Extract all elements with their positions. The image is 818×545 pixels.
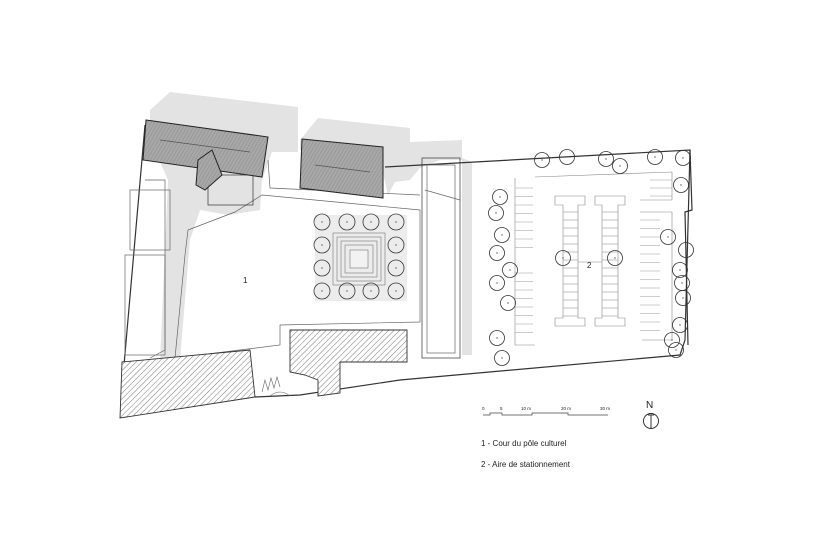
tree-icon — [678, 242, 694, 258]
north-arrow: N — [643, 400, 659, 429]
tree-icon — [675, 150, 691, 166]
tree-icon — [672, 262, 688, 278]
tree-icon — [362, 282, 380, 300]
tree-trunk-dot — [682, 297, 684, 299]
tree-trunk-dot — [496, 337, 498, 339]
tree-trunk-dot — [370, 290, 372, 292]
tree-icon — [534, 152, 550, 168]
tree-trunk-dot — [675, 349, 677, 351]
tree-trunk-dot — [679, 324, 681, 326]
tree-trunk-dot — [501, 234, 503, 236]
trees — [313, 149, 694, 366]
tree-icon — [489, 330, 505, 346]
tree-icon — [607, 250, 623, 266]
tree-icon — [362, 213, 380, 231]
tree-icon — [338, 282, 356, 300]
tree-icon — [598, 151, 614, 167]
tree-icon — [313, 259, 331, 277]
tree-trunk-dot — [346, 221, 348, 223]
tree-trunk-dot — [619, 165, 621, 167]
building-roofs — [142, 119, 384, 199]
tree-icon — [660, 229, 676, 245]
tree-icon — [672, 317, 688, 333]
tree-icon — [313, 213, 331, 231]
parking-area — [514, 171, 673, 346]
tree-trunk-dot — [671, 339, 673, 341]
scale-tick-30: 30 m — [600, 406, 610, 411]
tree-icon — [387, 282, 405, 300]
tree-trunk-dot — [680, 184, 682, 186]
legend-item-1: 1 - Cour du pôle culturel — [481, 439, 567, 448]
tree-icon — [675, 290, 691, 306]
tree-trunk-dot — [395, 267, 397, 269]
court-central-square — [315, 215, 407, 301]
tree-icon — [647, 149, 663, 165]
tree-trunk-dot — [682, 157, 684, 159]
tree-trunk-dot — [495, 212, 497, 214]
tree-trunk-dot — [321, 267, 323, 269]
tree-trunk-dot — [321, 244, 323, 246]
tree-trunk-dot — [541, 159, 543, 161]
tree-icon — [488, 205, 504, 221]
entrance-vegetation — [261, 375, 291, 397]
tree-trunk-dot — [499, 196, 501, 198]
tree-trunk-dot — [566, 156, 568, 158]
parking-stalls — [515, 179, 672, 333]
north-circle-icon — [643, 413, 659, 429]
tree-trunk-dot — [509, 269, 511, 271]
tree-trunk-dot — [681, 282, 683, 284]
court-area — [124, 157, 461, 359]
tree-icon — [338, 213, 356, 231]
tree-icon — [500, 295, 516, 311]
tree-icon — [673, 177, 689, 193]
tree-icon — [559, 149, 575, 165]
tree-trunk-dot — [321, 290, 323, 292]
tree-icon — [502, 262, 518, 278]
tree-icon — [612, 158, 628, 174]
scale-tick-10: 10 m — [521, 406, 531, 411]
tree-icon — [387, 259, 405, 277]
tree-icon — [387, 213, 405, 231]
tree-trunk-dot — [667, 236, 669, 238]
tree-icon — [489, 245, 505, 261]
scale-tick-5: 5 — [500, 406, 503, 411]
scale-tick-20: 20 m — [561, 406, 571, 411]
tree-trunk-dot — [395, 221, 397, 223]
zone-2-label: 2 — [587, 261, 592, 270]
tree-trunk-dot — [321, 221, 323, 223]
tree-trunk-dot — [614, 257, 616, 259]
zone-1-label: 1 — [243, 276, 248, 285]
tree-icon — [494, 350, 510, 366]
tree-icon — [494, 227, 510, 243]
tree-trunk-dot — [654, 156, 656, 158]
tree-icon — [668, 342, 684, 358]
tree-icon — [313, 282, 331, 300]
tree-trunk-dot — [346, 290, 348, 292]
tree-icon — [664, 332, 680, 348]
tree-trunk-dot — [501, 357, 503, 359]
tree-trunk-dot — [496, 282, 498, 284]
north-label: N — [646, 400, 653, 411]
legend-item-2: 2 - Aire de stationnement — [481, 460, 571, 469]
tree-trunk-dot — [496, 252, 498, 254]
tree-trunk-dot — [370, 221, 372, 223]
tree-trunk-dot — [562, 257, 564, 259]
tree-icon — [489, 275, 505, 291]
tree-icon — [492, 189, 508, 205]
tree-trunk-dot — [679, 269, 681, 271]
tree-trunk-dot — [395, 290, 397, 292]
tree-icon — [555, 250, 571, 266]
tree-trunk-dot — [685, 249, 687, 251]
site-boundary — [121, 124, 693, 398]
scale-bar: 0 5 10 m 20 m 30 m — [482, 406, 610, 416]
tree-trunk-dot — [395, 244, 397, 246]
existing-buildings — [119, 329, 408, 419]
tree-icon — [313, 236, 331, 254]
tree-icon — [387, 236, 405, 254]
tree-trunk-dot — [605, 158, 607, 160]
scale-tick-0: 0 — [482, 406, 485, 411]
tree-trunk-dot — [507, 302, 509, 304]
